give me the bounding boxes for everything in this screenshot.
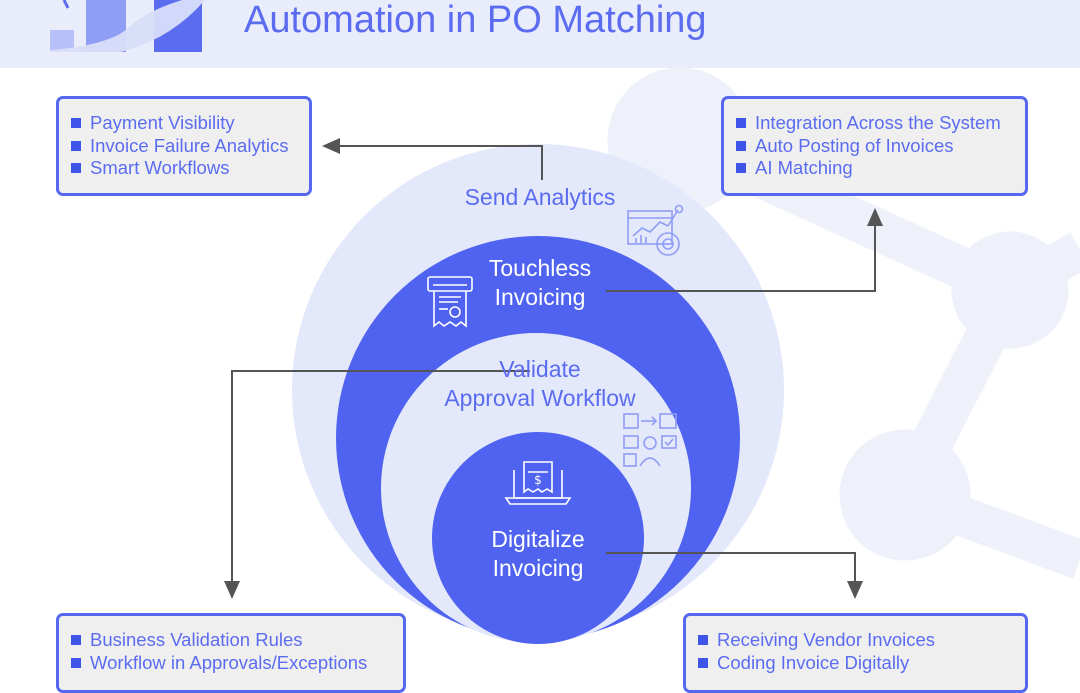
- box-send-analytics-features: Payment Visibility Invoice Failure Analy…: [56, 96, 312, 196]
- connector-validate: [224, 370, 530, 599]
- label-validate-approval: Validate Approval Workflow: [410, 355, 670, 413]
- label-touchless-line2: Invoicing: [494, 284, 586, 310]
- analytics-dashboard-icon: [627, 204, 684, 256]
- label-touchless-invoicing: Touchless Invoicing: [430, 254, 650, 312]
- ring-digitalize-invoicing: [432, 432, 644, 644]
- label-validate-line2: Approval Workflow: [444, 385, 636, 411]
- connector-touchless: [606, 208, 883, 292]
- workflow-network-icon: [623, 413, 677, 467]
- laptop-invoice-icon: $: [504, 461, 572, 505]
- label-digitalize-line1: Digitalize: [491, 526, 585, 552]
- list-item: Coding Invoice Digitally: [698, 652, 1015, 675]
- connector-digitalize: [606, 552, 863, 599]
- page-title: Automation in PO Matching: [244, 0, 707, 41]
- label-digitalize-line2: Invoicing: [492, 555, 584, 581]
- label-send-analytics: Send Analytics: [464, 184, 616, 210]
- connector-send-analytics: [322, 138, 543, 180]
- list-item: Invoice Failure Analytics: [71, 135, 299, 158]
- list-item: Smart Workflows: [71, 157, 299, 180]
- list-item: AI Matching: [736, 157, 1015, 180]
- svg-text:$: $: [534, 473, 542, 487]
- list-item: Integration Across the System: [736, 112, 1015, 135]
- background-network-decoration: [607, 68, 1080, 579]
- box-validate-features: Business Validation Rules Workflow in Ap…: [56, 613, 406, 693]
- list-item: Auto Posting of Invoices: [736, 135, 1015, 158]
- list-item: Business Validation Rules: [71, 629, 393, 652]
- growth-chart-logo: [50, 0, 205, 52]
- list-item: Payment Visibility: [71, 112, 299, 135]
- list-item: Receiving Vendor Invoices: [698, 629, 1015, 652]
- box-touchless-features: Integration Across the System Auto Posti…: [721, 96, 1028, 196]
- header-band: Automation in PO Matching: [0, 0, 1080, 68]
- label-touchless-line1: Touchless: [488, 255, 592, 281]
- label-validate-line1: Validate: [499, 356, 581, 382]
- diagram-canvas: $: [224, 138, 883, 644]
- box-digitalize-features: Receiving Vendor Invoices Coding Invoice…: [683, 613, 1028, 693]
- list-item: Workflow in Approvals/Exceptions: [71, 652, 393, 675]
- receipt-printer-icon: [427, 276, 473, 328]
- label-digitalize-invoicing: Digitalize Invoicing: [438, 525, 638, 583]
